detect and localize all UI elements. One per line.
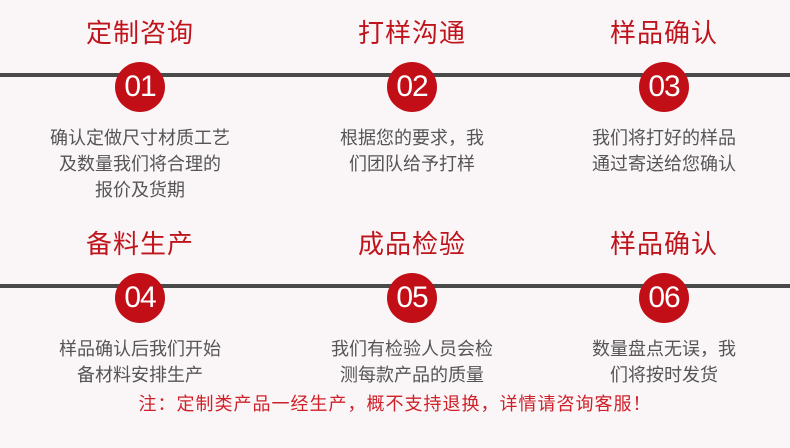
step-description: 数量盘点无误，我 们将按时发货 xyxy=(592,337,736,389)
step-description: 样品确认后我们开始 备材料安排生产 xyxy=(59,337,221,389)
step-number-badge: 01 xyxy=(115,62,165,112)
return-policy-notice: 注：定制类产品一经生产，概不支持退换，详情请咨询客服！ xyxy=(138,394,652,415)
step-01: 定制咨询 01 确认定做尺寸材质工艺 及数量我们将合理的 报价及货期 xyxy=(20,19,260,204)
step-05: 成品检验 05 我们有检验人员会检 测每款产品的质量 xyxy=(292,230,532,389)
description-line: 备材料安排生产 xyxy=(77,365,203,386)
description-line: 测每款产品的质量 xyxy=(340,365,484,386)
step-number-badge: 04 xyxy=(115,273,165,323)
description-line: 样品确认后我们开始 xyxy=(59,339,221,360)
step-title: 样品确认 xyxy=(609,230,718,260)
description-line: 们团队给予打样 xyxy=(349,154,475,175)
description-line: 报价及货期 xyxy=(95,180,185,201)
description-line: 根据您的要求，我 xyxy=(340,128,484,149)
step-number-badge: 06 xyxy=(639,273,689,323)
step-title: 成品检验 xyxy=(357,230,466,260)
description-line: 通过寄送给您确认 xyxy=(592,154,736,175)
step-title: 定制咨询 xyxy=(85,19,194,49)
step-description: 根据您的要求，我 们团队给予打样 xyxy=(340,126,484,178)
step-02: 打样沟通 02 根据您的要求，我 们团队给予打样 xyxy=(292,19,532,178)
step-title: 样品确认 xyxy=(609,19,718,49)
description-line: 我们将打好的样品 xyxy=(592,128,736,149)
step-06: 样品确认 06 数量盘点无误，我 们将按时发货 xyxy=(544,230,784,389)
step-description: 我们将打好的样品 通过寄送给您确认 xyxy=(592,126,736,178)
step-number-badge: 05 xyxy=(387,273,437,323)
step-03: 样品确认 03 我们将打好的样品 通过寄送给您确认 xyxy=(544,19,784,178)
description-line: 数量盘点无误，我 xyxy=(592,339,736,360)
step-description: 确认定做尺寸材质工艺 及数量我们将合理的 报价及货期 xyxy=(50,126,230,204)
step-number-badge: 02 xyxy=(387,62,437,112)
description-line: 确认定做尺寸材质工艺 xyxy=(50,128,230,149)
step-number-badge: 03 xyxy=(639,62,689,112)
step-title: 打样沟通 xyxy=(357,19,466,49)
description-line: 们将按时发货 xyxy=(610,365,718,386)
step-description: 我们有检验人员会检 测每款产品的质量 xyxy=(331,337,493,389)
step-title: 备料生产 xyxy=(85,230,194,260)
step-04: 备料生产 04 样品确认后我们开始 备材料安排生产 xyxy=(20,230,260,389)
description-line: 及数量我们将合理的 xyxy=(59,154,221,175)
description-line: 我们有检验人员会检 xyxy=(331,339,493,360)
